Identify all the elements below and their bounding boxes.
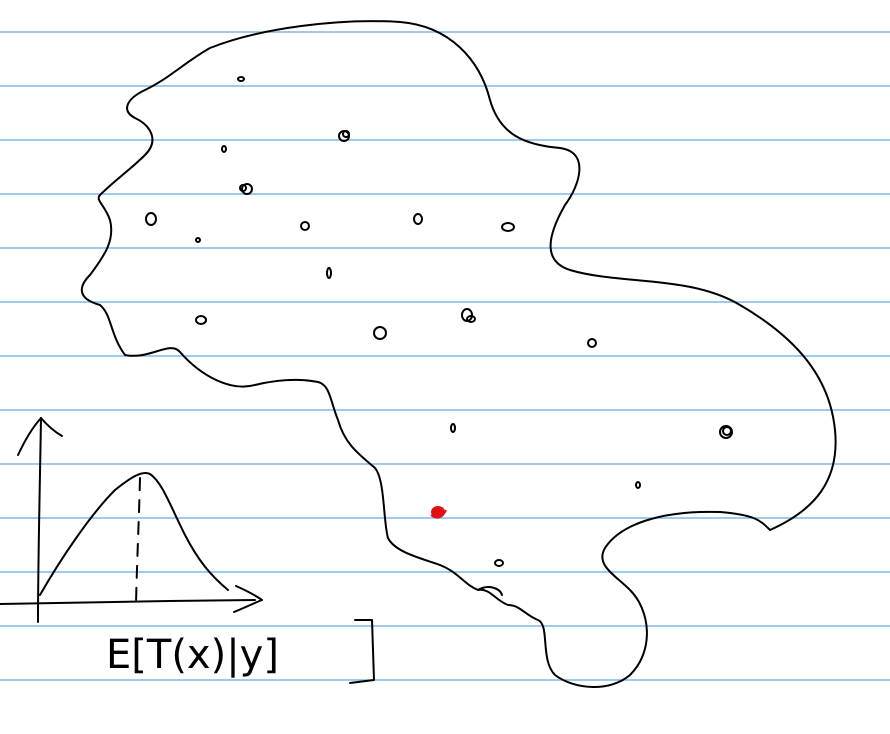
sample-point	[494, 559, 504, 567]
sample-point	[145, 212, 157, 226]
sample-point	[450, 423, 456, 433]
density-curve	[39, 472, 229, 596]
sample-point	[239, 184, 247, 192]
y-axis-arrowhead	[17, 417, 63, 456]
sample-point	[635, 481, 641, 489]
sample-points	[145, 76, 733, 567]
sample-point	[326, 267, 332, 279]
sample-point	[587, 338, 597, 348]
y-axis	[37, 417, 42, 623]
sample-point	[719, 425, 733, 439]
sample-point	[466, 315, 476, 323]
highlighted-point	[430, 506, 447, 519]
sample-point	[413, 213, 423, 225]
region-outline	[80, 20, 837, 688]
ruled-lines	[0, 31, 890, 681]
sample-point	[195, 315, 207, 325]
expectation-label: E[T(x)|y]	[106, 632, 279, 678]
sample-point	[342, 130, 350, 138]
region-tail-stroke	[477, 586, 503, 596]
sample-point	[221, 145, 227, 153]
label-bracket	[349, 619, 375, 684]
sample-point	[722, 426, 732, 436]
sample-point	[195, 237, 201, 243]
sample-point	[300, 221, 310, 231]
x-axis-arrowhead	[233, 585, 263, 613]
sample-point	[501, 222, 515, 232]
distribution-sketch: E[T(x)|y]	[0, 417, 375, 684]
sample-point	[241, 183, 253, 195]
sample-point	[237, 76, 245, 82]
sample-point	[373, 326, 387, 340]
x-axis	[0, 599, 256, 605]
mean-dashed-line	[135, 477, 141, 605]
